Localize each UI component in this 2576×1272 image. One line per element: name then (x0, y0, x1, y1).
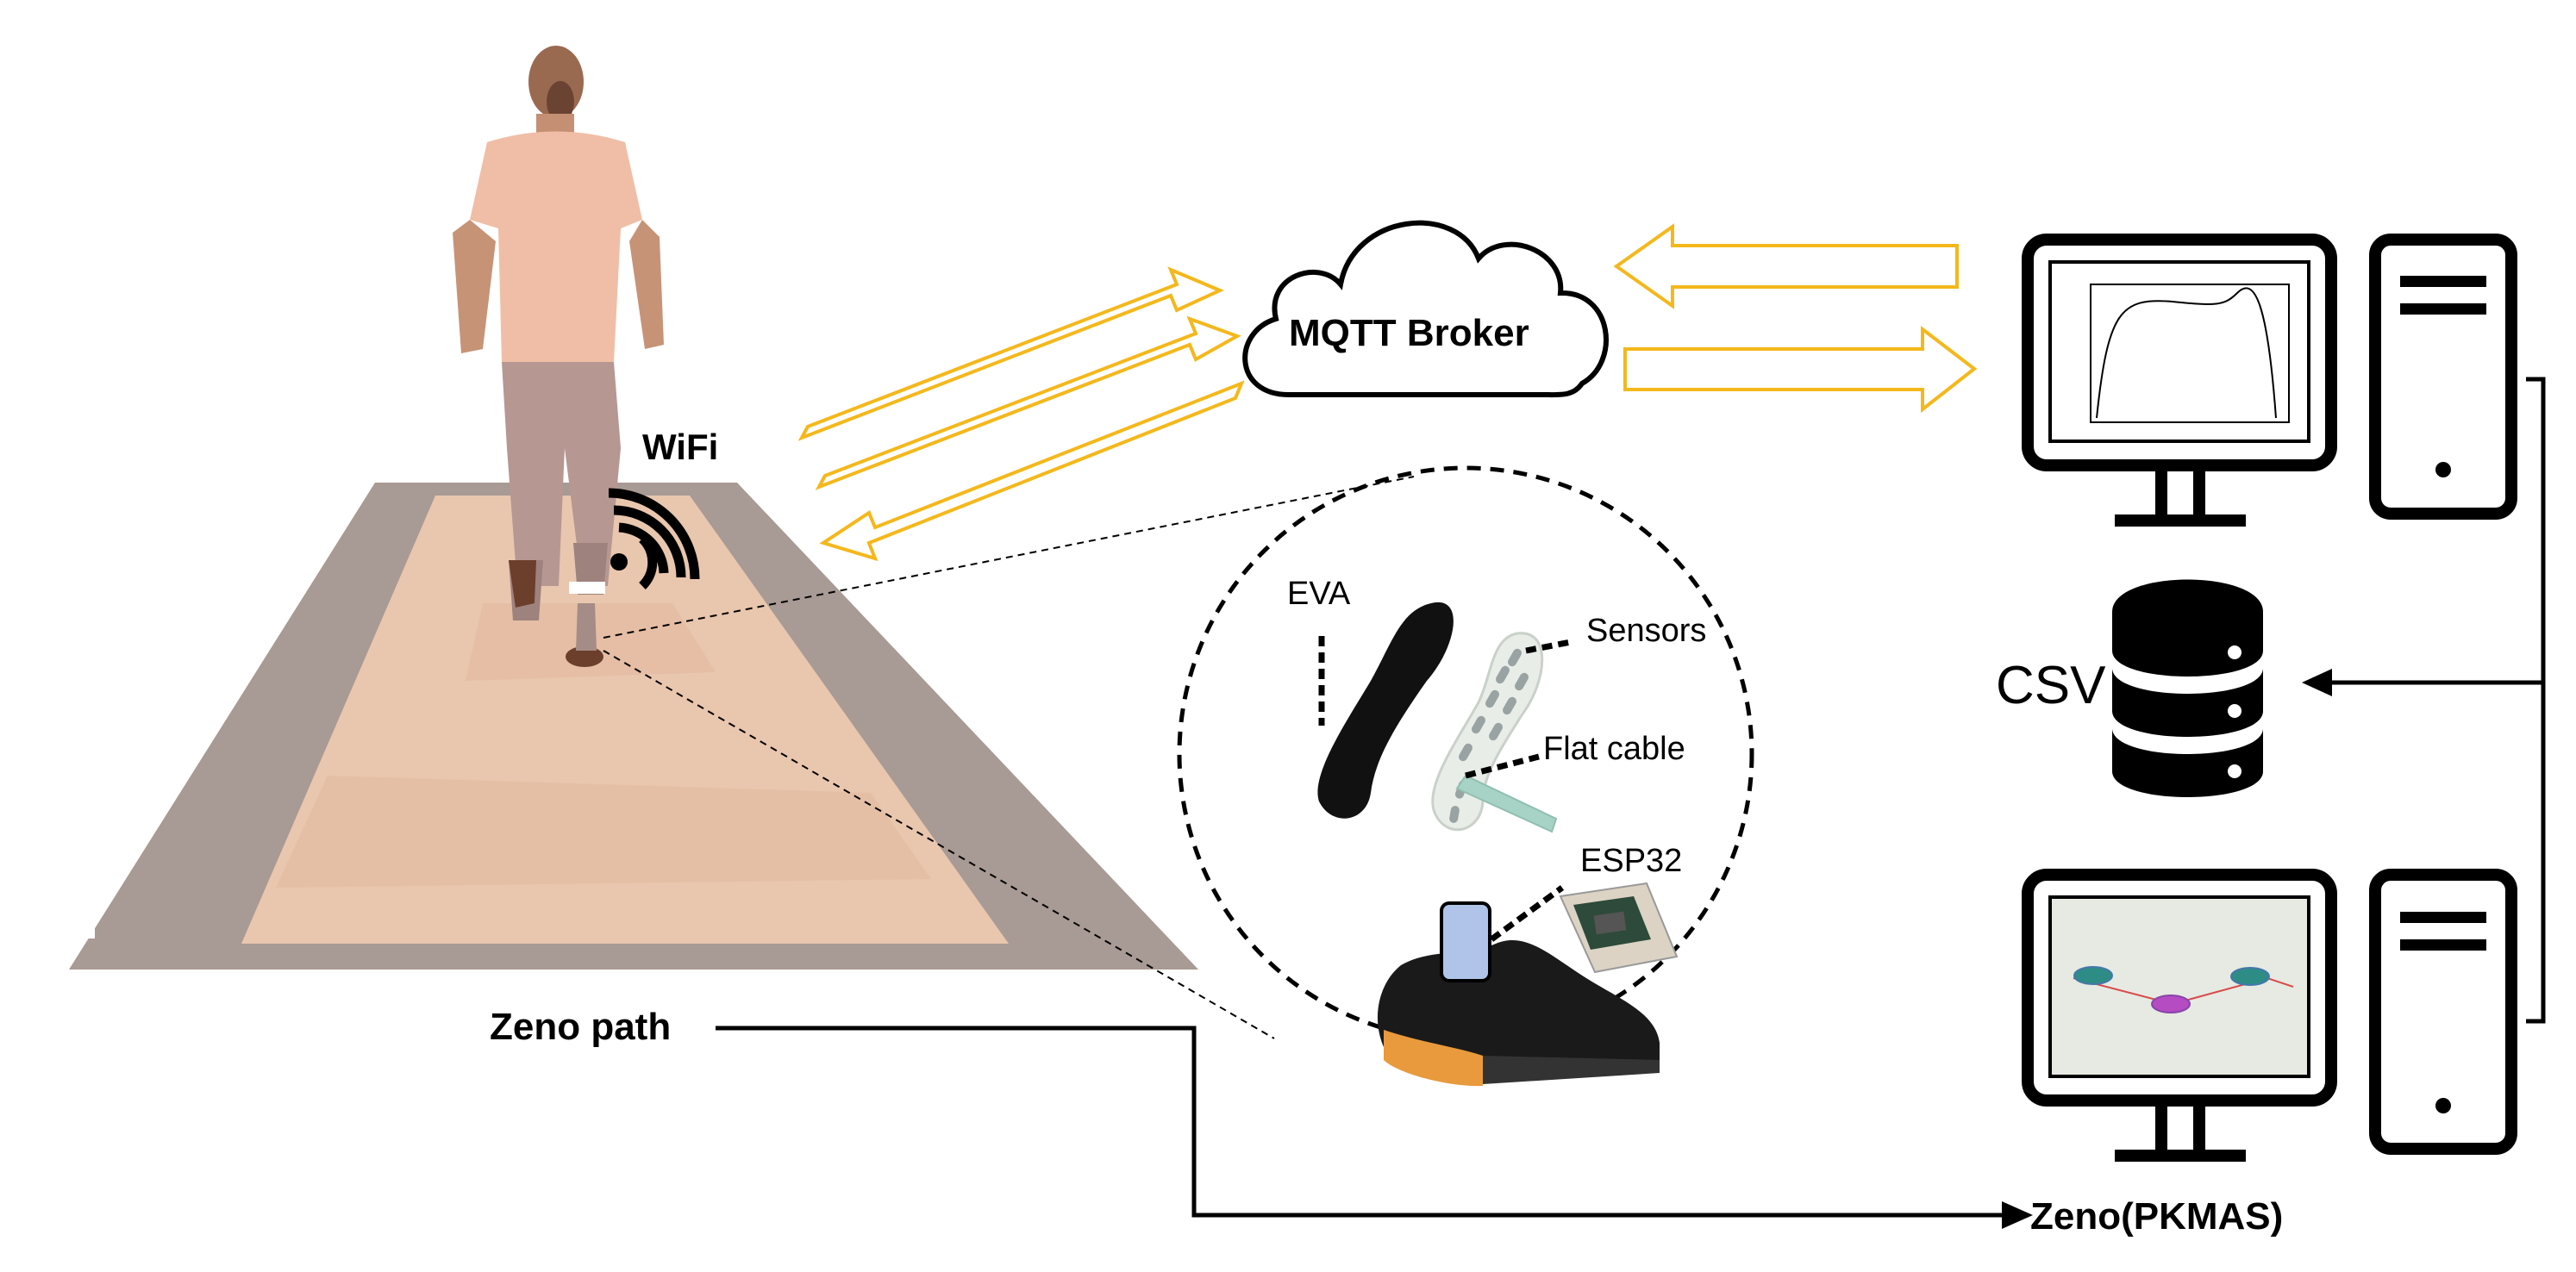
flat-cable-label: Flat cable (1543, 731, 1685, 767)
zeno-pkmas-label: Zeno(PKMAS) (2030, 1195, 2284, 1238)
wifi-label: WiFi (642, 427, 719, 467)
tower-pc-icon (2369, 234, 2517, 520)
tower-pc-icon-bottom (2369, 869, 2517, 1155)
esp32-box-icon (1440, 901, 1491, 982)
footprint-preview (2073, 966, 2294, 1013)
sensors-label: Sensors (1586, 613, 1707, 649)
mini-force-chart (2090, 284, 2290, 423)
cloud-icon (1242, 220, 1609, 398)
csv-label: CSV (1996, 656, 2106, 715)
sensor-insole-icon (1431, 632, 1558, 833)
person-walking-icon (453, 46, 664, 667)
arrowhead-to-database (2302, 669, 2332, 696)
zeno-path-label: Zeno path (490, 1006, 672, 1048)
data-flow-arrows (797, 223, 1978, 562)
callout-lines (1318, 636, 1572, 942)
database-icon (2112, 579, 2263, 797)
eva-insole-icon (1317, 602, 1454, 819)
arrowhead-to-pkmas (2002, 1201, 2033, 1229)
esp32-board-icon (1559, 882, 1679, 974)
zeno-path-connector (716, 1026, 2009, 1218)
monitor-icon-bottom (2022, 869, 2337, 1162)
wifi-icon (608, 488, 700, 589)
esp32-label: ESP32 (1580, 843, 1683, 879)
mqtt-broker-label: MQTT Broker (1289, 312, 1529, 354)
storage-bracket (2323, 377, 2546, 1024)
zoom-lines (603, 476, 1415, 1039)
zeno-walkway (53, 483, 1198, 970)
eva-label: EVA (1287, 576, 1351, 612)
